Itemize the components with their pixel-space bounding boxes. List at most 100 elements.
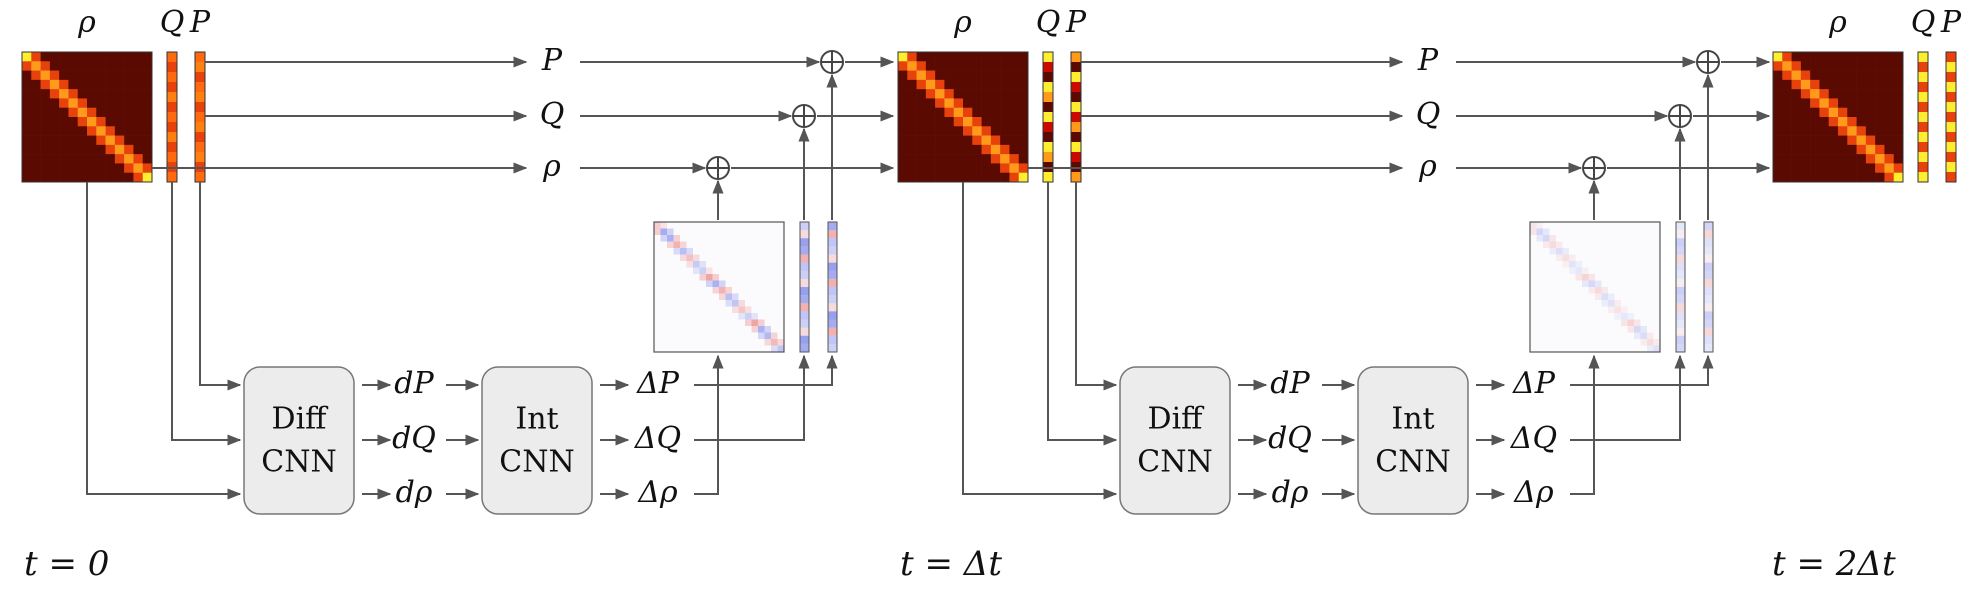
vector-cell — [195, 52, 205, 63]
matrix-cell — [77, 154, 88, 164]
delta-bar-cell — [1676, 303, 1685, 312]
matrix-cell — [40, 163, 51, 174]
matrix-cell — [1884, 126, 1895, 136]
matrix-cell — [1800, 89, 1811, 99]
matrix-cell — [1884, 79, 1895, 90]
matrix-cell — [1819, 135, 1830, 146]
delta-bar-cell — [1704, 246, 1713, 255]
delta-bar-cell — [828, 270, 837, 279]
matrix-cell — [1800, 135, 1811, 146]
arrow — [694, 354, 810, 441]
matrix-cell — [22, 89, 32, 99]
matrix-cell — [114, 163, 125, 174]
delta-cell — [686, 261, 693, 268]
diff-cnn-1-subtitle: CNN — [1137, 445, 1212, 480]
matrix-cell — [1773, 154, 1783, 164]
matrix-cell — [22, 107, 32, 118]
delta-cell — [1614, 313, 1621, 320]
delta-cell — [673, 241, 680, 248]
matrix-cell — [935, 98, 945, 109]
matrix-cell — [1800, 163, 1811, 174]
matrix-cell — [1000, 144, 1010, 155]
matrix-cell — [916, 79, 927, 90]
matrix-cell — [77, 89, 88, 99]
matrix-cell — [925, 52, 936, 62]
matrix-cell — [1773, 61, 1783, 71]
matrix-cell — [935, 89, 945, 99]
matrix-cell — [1791, 126, 1802, 136]
delta-bar-cell — [828, 278, 837, 287]
matrix-cell — [1819, 144, 1830, 155]
vector-cell — [167, 152, 177, 163]
vector-cell — [167, 142, 177, 153]
matrix-cell — [1875, 61, 1885, 71]
matrix-cell — [1865, 79, 1876, 90]
matrix-cell — [907, 70, 917, 81]
matrix-cell — [31, 117, 41, 127]
delta-bar-cell — [1676, 287, 1685, 296]
matrix-cell — [944, 163, 955, 174]
matrix-cell — [59, 70, 69, 81]
vector-cell — [1918, 102, 1928, 113]
delta-bar-cell — [828, 303, 837, 312]
matrix-cell — [972, 117, 982, 127]
delta-bar-cell — [1704, 230, 1713, 239]
matrix-cell — [990, 135, 1001, 146]
matrix-cell — [142, 107, 153, 118]
matrix-cell — [40, 61, 51, 71]
delta-cell — [764, 326, 771, 333]
matrix-cell — [1018, 52, 1029, 62]
matrix-cell — [1810, 98, 1820, 109]
matrix-cell — [31, 98, 41, 109]
matrix-cell — [59, 163, 69, 174]
matrix-cell — [40, 117, 51, 127]
matrix-cell — [1791, 117, 1802, 127]
matrix-cell — [1000, 89, 1010, 99]
matrix-cell — [142, 144, 153, 155]
matrix-cell — [1893, 154, 1904, 164]
matrix-cell — [1000, 61, 1010, 71]
matrix-cell — [981, 107, 992, 118]
matrix-cell — [40, 89, 51, 99]
matrix-cell — [944, 117, 955, 127]
vector-cell — [1946, 122, 1956, 133]
matrix-cell — [1782, 89, 1792, 99]
matrix-cell — [1018, 135, 1029, 146]
matrix-cell — [1856, 144, 1867, 155]
delta-bar-background — [1704, 222, 1713, 352]
arrow — [694, 354, 838, 386]
matrix-cell — [981, 79, 992, 90]
matrix-cell — [68, 172, 79, 183]
vector-cell — [1946, 172, 1956, 183]
matrix-cell — [898, 79, 908, 90]
matrix-cell — [87, 172, 97, 183]
matrix-cell — [1000, 117, 1010, 127]
matrix-cell — [981, 172, 992, 183]
matrix-cell — [898, 126, 908, 136]
arrow — [694, 354, 724, 495]
delta-cell — [1614, 306, 1621, 313]
matrix-cell — [1819, 52, 1830, 62]
delta-cell — [1634, 326, 1641, 333]
matrix-cell — [935, 154, 945, 164]
delta-bar-cell — [800, 270, 809, 279]
matrix-cell — [40, 70, 51, 81]
delta-cell — [1621, 319, 1628, 326]
matrix-cell — [1884, 70, 1895, 81]
matrix-cell — [1875, 89, 1885, 99]
matrix-cell — [1819, 117, 1830, 127]
matrix-cell — [68, 70, 79, 81]
matrix-cell — [1875, 154, 1885, 164]
matrix-cell — [1828, 61, 1839, 71]
matrix-cell — [944, 144, 955, 155]
delta-rho-label-0: Δρ — [637, 475, 678, 510]
matrix-cell — [1009, 52, 1020, 62]
matrix-cell — [105, 79, 116, 90]
delta-cell — [1647, 339, 1654, 346]
vector-cell — [1918, 162, 1928, 173]
matrix-cell — [68, 117, 79, 127]
matrix-cell — [49, 135, 60, 146]
matrix-cell — [898, 144, 908, 155]
matrix-cell — [925, 172, 936, 183]
delta-bar-frame — [827, 221, 838, 353]
